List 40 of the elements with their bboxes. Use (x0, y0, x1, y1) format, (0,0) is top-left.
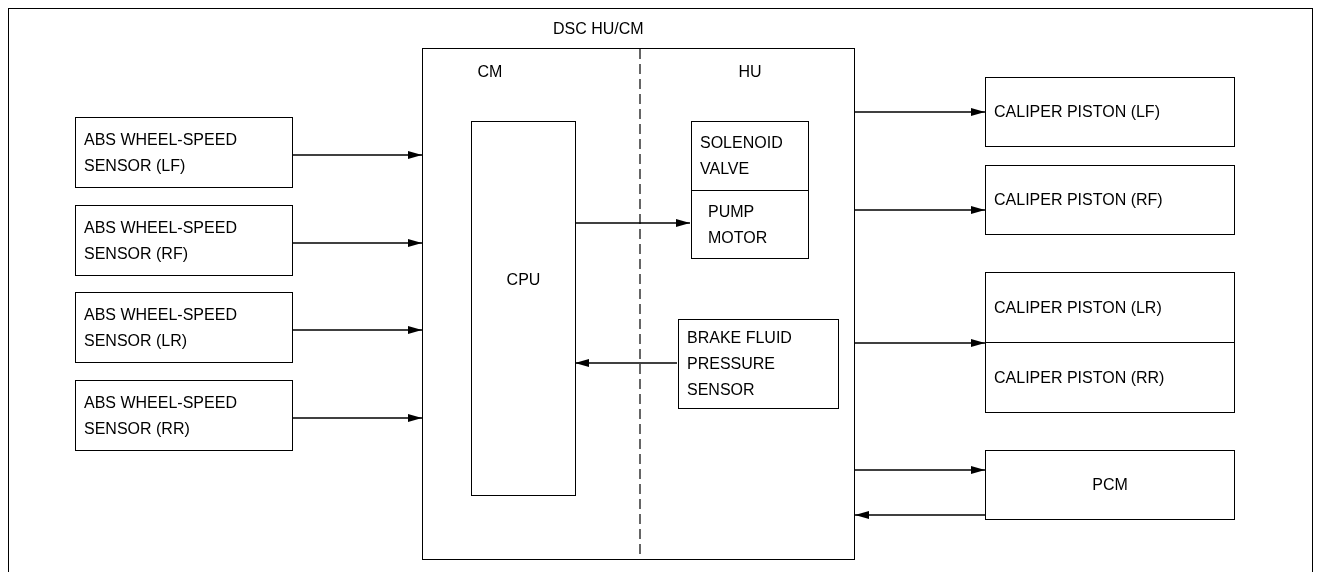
arrow (854, 108, 986, 116)
actuator-box (985, 342, 1235, 413)
sensor-box (75, 205, 293, 276)
actuator-box (985, 165, 1235, 235)
cpu-box (471, 121, 576, 496)
region-label: CM (476, 62, 504, 82)
node-label: PCM (1092, 475, 1128, 495)
node-label: ABS WHEEL-SPEED SENSOR (RR) (84, 392, 238, 439)
pressure-sensor-box (678, 319, 839, 409)
pump-motor-box (691, 190, 809, 259)
arrow (292, 151, 423, 159)
actuator-box (985, 272, 1235, 343)
arrow (292, 414, 423, 422)
arrow (574, 359, 678, 367)
node-label: CALIPER PISTON (RR) (994, 367, 1165, 388)
arrow (292, 326, 423, 334)
node-label: PUMP MOTOR (708, 201, 769, 248)
node-label: ABS WHEEL-SPEED SENSOR (LR) (84, 304, 238, 351)
group-heading: DSC HU/CM (553, 19, 644, 39)
node-label: CALIPER PISTON (RF) (994, 190, 1163, 210)
sensor-box (75, 117, 293, 188)
sensor-box (75, 292, 293, 363)
node-label: CALIPER PISTON (LF) (994, 102, 1160, 122)
arrow (854, 206, 986, 214)
region-label: HU (737, 62, 763, 82)
node-label: CALIPER PISTON (LR) (994, 297, 1162, 318)
node-label: BRAKE FLUID PRESSURE SENSOR (687, 328, 793, 400)
sensor-box (75, 380, 293, 451)
arrow (574, 219, 691, 227)
arrow (854, 466, 986, 474)
actuator-box (985, 450, 1235, 520)
node-label: ABS WHEEL-SPEED SENSOR (LF) (84, 129, 238, 176)
node-label: ABS WHEEL-SPEED SENSOR (RF) (84, 217, 238, 264)
actuator-box (985, 77, 1235, 147)
solenoid-valve-box (691, 121, 809, 191)
arrow (854, 339, 986, 347)
arrow (854, 511, 986, 519)
arrow (292, 239, 423, 247)
node-label: CPU (506, 270, 541, 290)
node-label: SOLENOID VALVE (700, 133, 784, 179)
